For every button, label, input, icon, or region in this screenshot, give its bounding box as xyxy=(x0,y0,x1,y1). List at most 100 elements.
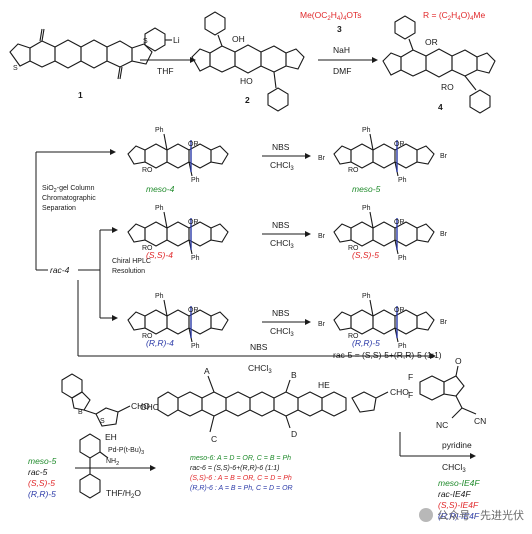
ring xyxy=(350,309,374,335)
def-rac-6: rac-6 = (S,S)-6+(R,R)-6 (1:1) xyxy=(190,465,279,472)
ro-left-2: RO xyxy=(142,333,153,340)
letter-a: A xyxy=(204,366,210,376)
ring xyxy=(166,309,190,335)
compound-2-label: 2 xyxy=(245,95,250,105)
ie-rr: (R,R)-IE4F xyxy=(438,511,480,521)
hplc-line1: Chiral HPLC xyxy=(112,258,151,265)
product-5-structure-1 xyxy=(333,211,435,255)
ie-rac: rac-IE4F xyxy=(438,489,471,499)
phenyllithium-structure: Li xyxy=(144,27,180,52)
br-left-1: Br xyxy=(318,233,326,240)
br-left-2: Br xyxy=(318,321,326,328)
r-definition: R = (C2H4O)4Me xyxy=(423,10,486,22)
nbs-arrow-head-1 xyxy=(305,231,311,237)
ro-left-1: RO xyxy=(142,245,153,252)
rac-long-arrow-head xyxy=(430,353,436,359)
list-ss-5: (S,S)-5 xyxy=(28,478,55,488)
ph-top-p-1: Ph xyxy=(362,205,371,212)
bond-up xyxy=(163,133,168,151)
ph-top-2: Ph xyxy=(155,293,164,300)
list-rac-5: rac-5 xyxy=(28,467,48,477)
ro-left-0: RO xyxy=(142,167,153,174)
arrow-2-head xyxy=(372,57,378,63)
br-right-0: Br xyxy=(440,153,448,160)
reagent-3-formula: Me(OC2H4)4OTs xyxy=(300,10,362,22)
letter-b: B xyxy=(291,370,297,380)
ph-top-0: Ph xyxy=(155,127,164,134)
solvent-label: THF/H2O xyxy=(106,488,141,500)
ring xyxy=(350,221,374,247)
br-right-2: Br xyxy=(440,319,448,326)
knoev-arrow-head xyxy=(470,453,476,459)
cond-thf: THF xyxy=(157,66,174,76)
thiophene-right xyxy=(210,223,229,243)
ph-bottom-p-0: Ph xyxy=(398,177,407,184)
ph-top-1: Ph xyxy=(155,205,164,212)
ie-ss: (S,S)-IE4F xyxy=(438,500,479,510)
ring xyxy=(372,309,396,335)
ro-bottom-4: RO xyxy=(441,82,454,92)
sep-line2: Chromatographic xyxy=(42,195,96,202)
isomer-label-2: (R,R)-4 xyxy=(146,338,174,348)
ph-top-p-0: Ph xyxy=(362,127,371,134)
wechat-icon xyxy=(419,508,434,522)
ring xyxy=(144,221,168,247)
isomer-label-0: meso-4 xyxy=(146,184,175,194)
or-right-2: OR xyxy=(188,307,199,314)
pd-catalyst-structure xyxy=(79,433,109,499)
thiophene-right xyxy=(210,311,229,331)
product-label-1: (S,S)-5 xyxy=(352,250,379,260)
thiophene-left xyxy=(127,145,146,165)
pd-label: Pd-P(t-Bu)3 xyxy=(108,447,144,456)
watermark: 公众号 · 先进光伏 xyxy=(419,507,524,523)
letter-c: C xyxy=(211,434,217,444)
chcl3-rac: CHCl3 xyxy=(248,363,272,375)
bond-up xyxy=(369,133,374,151)
thiophene-left xyxy=(333,311,352,331)
cn-label: CN xyxy=(474,416,486,426)
compound-4-structure xyxy=(382,15,496,114)
nbs-label-1: NBS xyxy=(272,220,290,230)
or-right-p-0: OR xyxy=(394,141,405,148)
hplc-line2: Resolution xyxy=(112,268,145,275)
bond-up xyxy=(369,299,374,317)
compound-4-label: 4 xyxy=(438,102,443,112)
thiophene-left xyxy=(127,223,146,243)
ring xyxy=(350,143,374,169)
f-2: F xyxy=(408,390,413,400)
rac-4-label: rac-4 xyxy=(50,265,70,275)
oh-top: OH xyxy=(232,34,245,44)
ph-bottom-p-2: Ph xyxy=(398,343,407,350)
ph-top-p-2: Ph xyxy=(362,293,371,300)
product-5-structure-0 xyxy=(333,133,435,177)
or-top-4: OR xyxy=(425,37,438,47)
nc-label: NC xyxy=(436,420,448,430)
b-atom: B xyxy=(78,409,83,416)
ring xyxy=(144,143,168,169)
rac-bracket-bot-head xyxy=(112,315,118,321)
thiophene-right xyxy=(416,145,435,165)
br-right-1: Br xyxy=(440,231,448,238)
or-right-1: OR xyxy=(188,219,199,226)
suzuki-arrow-head xyxy=(150,465,156,471)
nbs-rac: NBS xyxy=(250,342,268,352)
thiophene-left xyxy=(333,145,352,165)
product-label-2: (R,R)-5 xyxy=(352,338,380,348)
ring xyxy=(144,309,168,335)
s-atom-a: S xyxy=(13,65,18,72)
chcl3-label-1: CHCl3 xyxy=(270,238,294,250)
ro-left-p-2: RO xyxy=(348,333,359,340)
watermark-text: 公众号 · 先进光伏 xyxy=(437,510,524,522)
nbs-arrow-head-0 xyxy=(305,153,311,159)
pyridine-label: pyridine xyxy=(442,440,472,450)
compound-1-label: 1 xyxy=(78,90,83,100)
ic-2f-structure xyxy=(419,365,477,419)
isomer-4-structure-0 xyxy=(127,133,229,177)
isomer-4-structure-2 xyxy=(127,299,229,343)
compound-6-structure xyxy=(157,375,389,433)
ring xyxy=(166,221,190,247)
isomer-label-1: (S,S)-4 xyxy=(146,250,173,260)
ro-left-p-1: RO xyxy=(348,245,359,252)
